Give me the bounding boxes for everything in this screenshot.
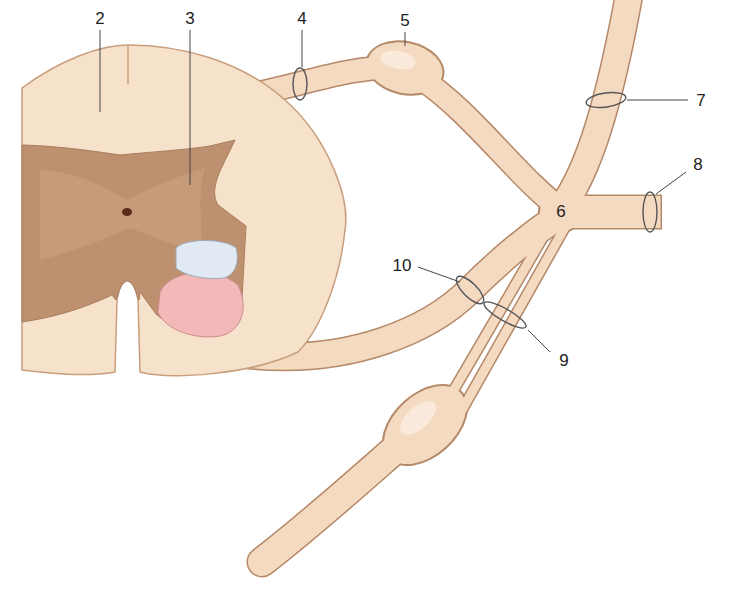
marker-ring: [293, 68, 307, 100]
marker-ring: [452, 272, 487, 307]
marker-ring: [643, 192, 657, 232]
anterior-horn-region: [158, 272, 243, 336]
posterior-ramus: [560, 0, 630, 210]
callout-number: 5: [398, 11, 411, 30]
leader-line: [302, 30, 303, 67]
lateral-horn-region: [176, 241, 237, 279]
sympathetic-ganglion: [369, 371, 480, 480]
median-sulcus: [127, 46, 129, 84]
callout-number: 3: [183, 9, 196, 28]
marker-rings: [293, 68, 657, 332]
marker-ring: [585, 90, 627, 109]
nerve-junction: [540, 192, 580, 232]
callout-number: 9: [557, 351, 570, 370]
posterior-ramus: [560, 0, 630, 210]
dorsal-root-distal: [420, 78, 562, 210]
ganglion-highlight: [379, 47, 418, 72]
leader-line: [405, 32, 406, 46]
callout-number: 8: [691, 155, 704, 174]
leader-line: [418, 267, 460, 282]
leader-line: [190, 30, 191, 185]
leader-line: [528, 330, 550, 352]
marker-ring: [481, 298, 529, 332]
callout-number: 7: [694, 91, 707, 110]
leader-line: [100, 30, 101, 112]
dorsal-root-distal: [420, 78, 562, 210]
sympathetic-trunk: [262, 445, 400, 562]
ramus-communicans: [445, 222, 552, 405]
callout-number: 2: [93, 9, 106, 28]
leader-lines: [100, 30, 688, 352]
central-canal: [122, 208, 132, 216]
spinal-cord: [22, 45, 346, 376]
callout-number: 6: [554, 202, 567, 221]
ganglion-highlight: [394, 395, 441, 441]
leader-line: [656, 172, 686, 194]
callout-number: 10: [391, 256, 414, 275]
leader-line: [627, 100, 688, 101]
ramus-communicans: [462, 222, 568, 410]
callout-number: 4: [295, 9, 308, 28]
sympathetic-trunk: [262, 445, 400, 562]
